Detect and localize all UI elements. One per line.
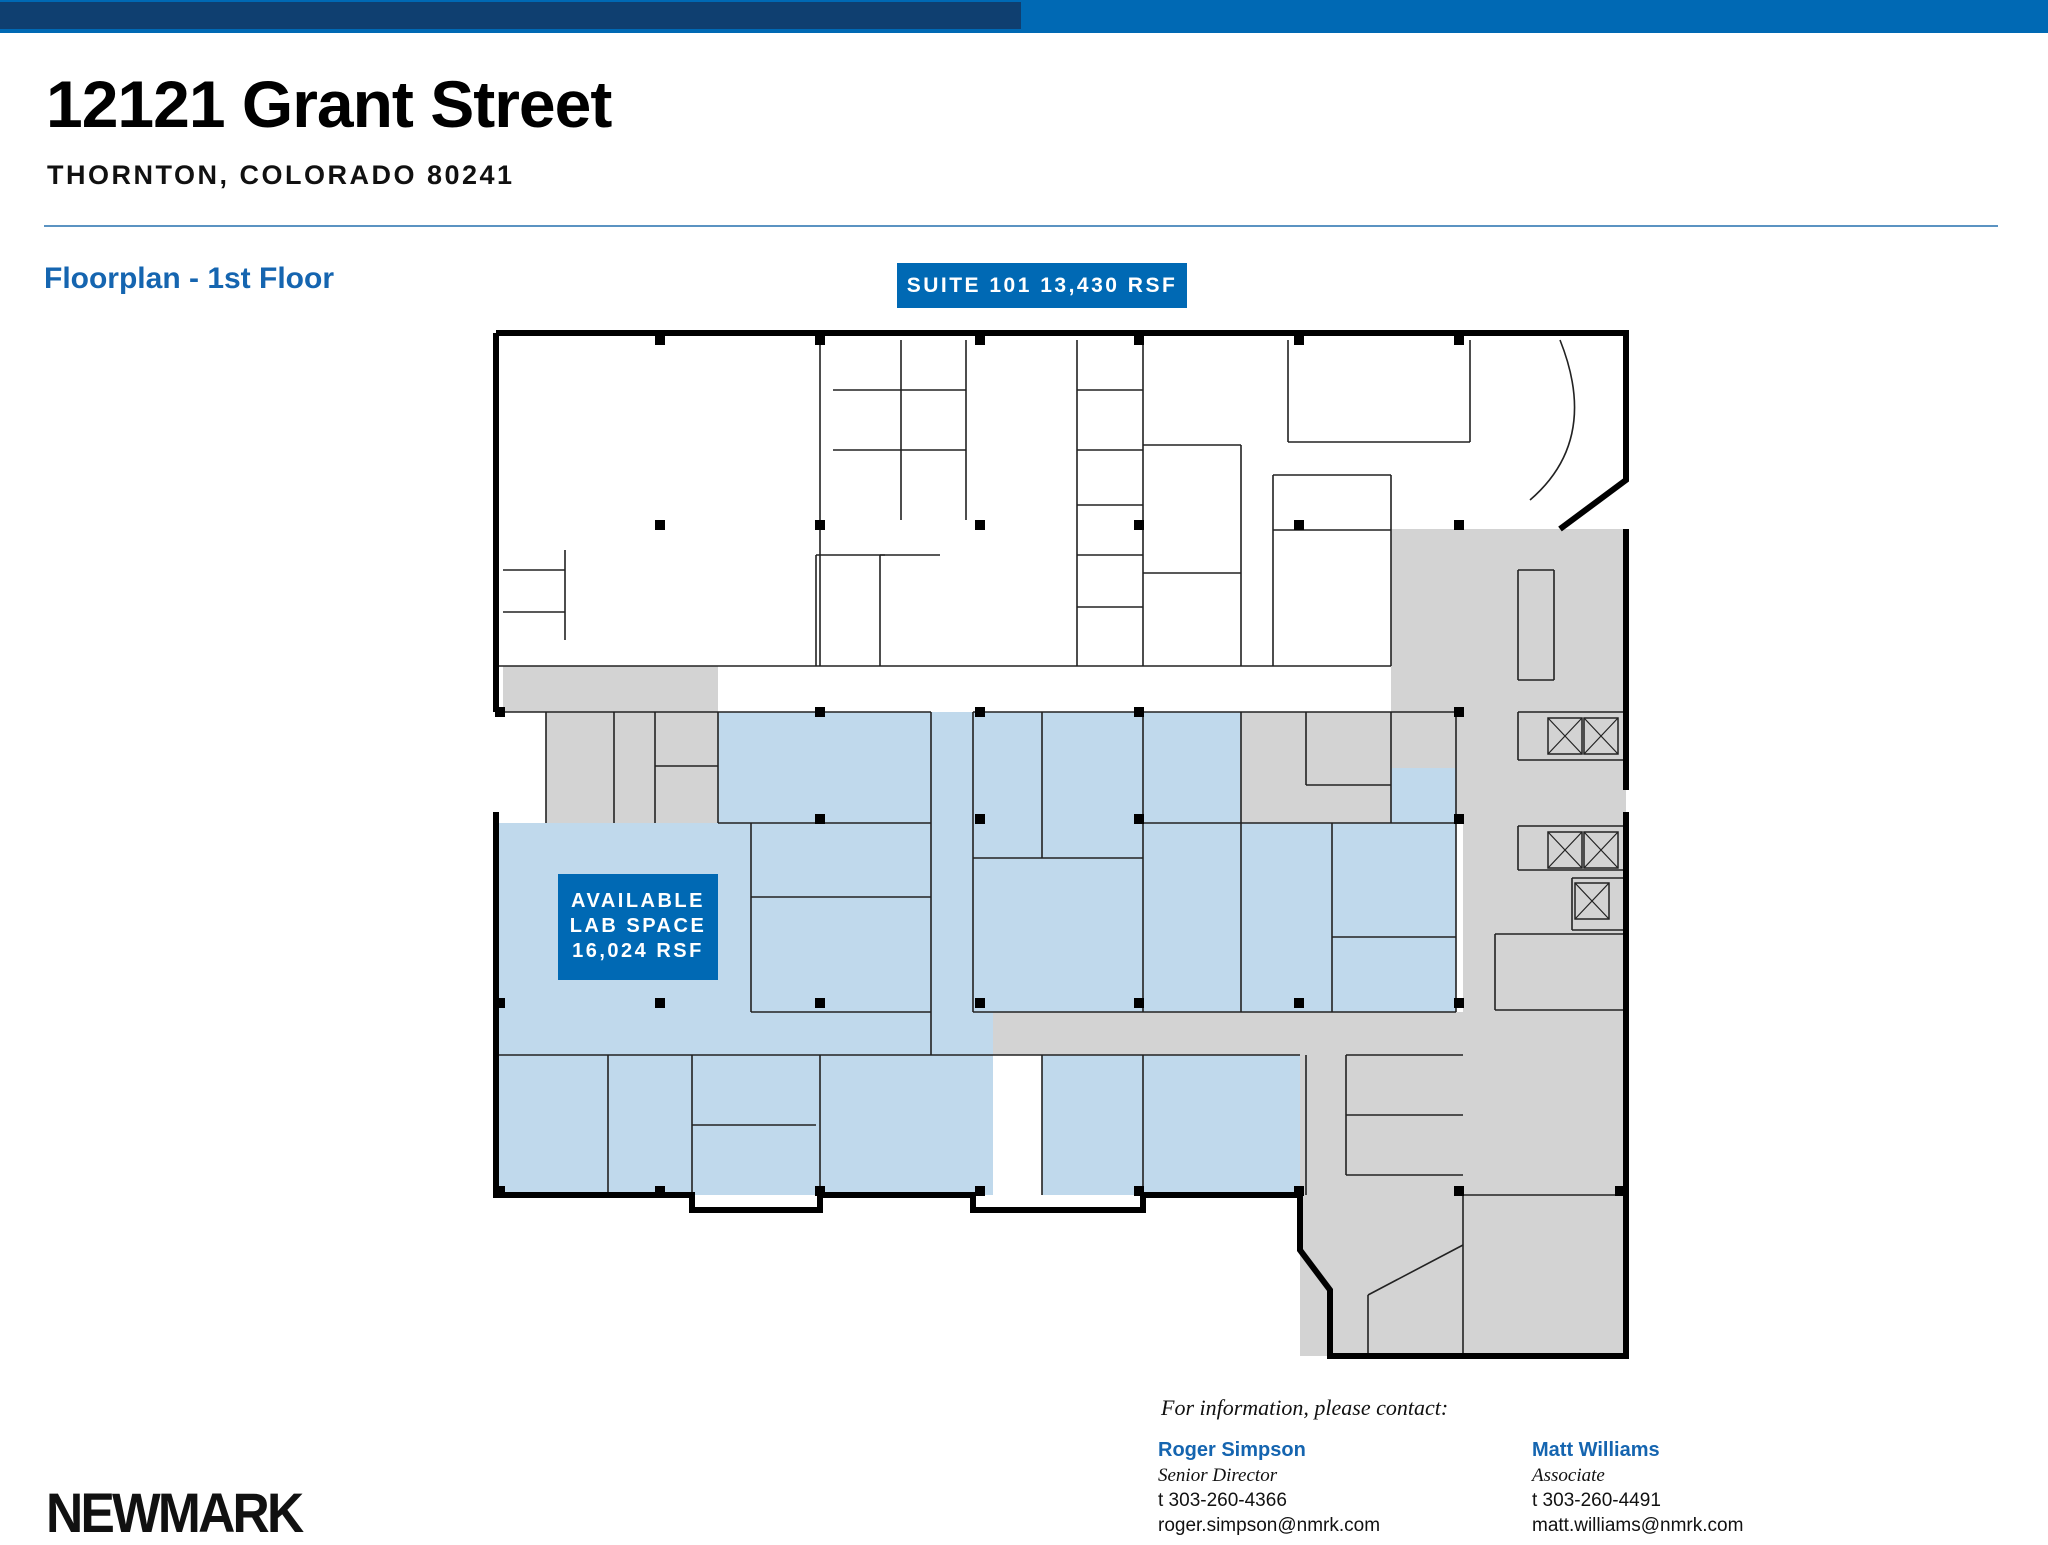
top-bar-dark bbox=[0, 0, 1021, 33]
elevator bbox=[1583, 831, 1619, 869]
available-space bbox=[973, 712, 1241, 1012]
elevator bbox=[1547, 831, 1583, 869]
column bbox=[1454, 520, 1464, 530]
common-area bbox=[993, 1012, 1463, 1055]
contact-name: Matt Williams bbox=[1532, 1439, 1660, 1461]
elevator bbox=[1547, 717, 1583, 755]
elevator-cross bbox=[1547, 717, 1583, 755]
common-area bbox=[546, 712, 718, 823]
available-space bbox=[1391, 768, 1456, 823]
column bbox=[655, 520, 665, 530]
column bbox=[1294, 998, 1304, 1008]
column bbox=[1454, 335, 1464, 345]
column bbox=[815, 707, 825, 717]
column bbox=[815, 335, 825, 345]
column bbox=[815, 814, 825, 824]
page-subtitle: THORNTON, COLORADO 80241 bbox=[47, 160, 515, 190]
column bbox=[815, 520, 825, 530]
interior-wall bbox=[1367, 1244, 1464, 1296]
elevator-cross bbox=[1547, 831, 1583, 869]
column bbox=[975, 998, 985, 1008]
column bbox=[495, 998, 505, 1008]
available-space bbox=[496, 1012, 993, 1195]
column bbox=[975, 814, 985, 824]
column bbox=[975, 520, 985, 530]
column bbox=[975, 335, 985, 345]
contact-email[interactable]: roger.simpson@nmrk.com bbox=[1158, 1515, 1381, 1536]
lab-label-line: AVAILABLE bbox=[571, 890, 705, 912]
elevator-cross bbox=[1583, 717, 1619, 755]
column bbox=[1294, 335, 1304, 345]
suite-badge: SUITE 101 13,430 RSF bbox=[897, 263, 1187, 308]
column bbox=[1454, 1186, 1464, 1196]
common-area bbox=[1463, 529, 1626, 1356]
lab-label-line: LAB SPACE bbox=[569, 915, 707, 937]
column bbox=[1134, 520, 1144, 530]
column bbox=[655, 1186, 665, 1196]
column bbox=[975, 1186, 985, 1196]
contact-phone[interactable]: t 303-260-4366 bbox=[1158, 1490, 1287, 1511]
contact-role: Senior Director bbox=[1158, 1465, 1278, 1486]
contact-card: Roger Simpson Senior Director t 303-260-… bbox=[1158, 1438, 1380, 1538]
floorplan-exterior bbox=[493, 330, 1629, 1359]
section-title: Floorplan - 1st Floor bbox=[44, 262, 334, 295]
column bbox=[1134, 335, 1144, 345]
column bbox=[655, 998, 665, 1008]
exterior-wall bbox=[493, 330, 1629, 1359]
column bbox=[815, 998, 825, 1008]
column bbox=[815, 1186, 825, 1196]
column bbox=[1454, 707, 1464, 717]
column bbox=[1615, 1186, 1625, 1196]
contact-intro: For information, please contact: bbox=[1161, 1395, 1449, 1420]
common-area bbox=[1300, 1055, 1463, 1356]
column bbox=[1294, 1186, 1304, 1196]
elevator-cross bbox=[1583, 831, 1619, 869]
column bbox=[1134, 814, 1144, 824]
available-space bbox=[1241, 823, 1456, 1012]
divider bbox=[44, 225, 1998, 227]
curved-wall bbox=[1529, 339, 1576, 501]
floorplan-fills bbox=[496, 529, 1626, 1356]
contact-phone[interactable]: t 303-260-4491 bbox=[1532, 1490, 1661, 1511]
newmark-logo: NEWMARK bbox=[46, 1481, 304, 1544]
contact-email[interactable]: matt.williams@nmrk.com bbox=[1532, 1515, 1744, 1536]
column bbox=[1134, 707, 1144, 717]
available-space bbox=[931, 712, 973, 1055]
page-title: 12121 Grant Street bbox=[46, 67, 612, 141]
floorplan-walls bbox=[496, 339, 1626, 1356]
column bbox=[655, 335, 665, 345]
column bbox=[1454, 998, 1464, 1008]
column bbox=[1454, 814, 1464, 824]
column bbox=[495, 707, 505, 717]
contact-role: Associate bbox=[1532, 1465, 1605, 1486]
column bbox=[495, 1186, 505, 1196]
elevator-cross bbox=[1574, 882, 1610, 920]
floorplan-columns bbox=[495, 335, 1625, 1196]
contact-card: Matt Williams Associate t 303-260-4491 m… bbox=[1532, 1438, 1743, 1538]
contact-name: Roger Simpson bbox=[1158, 1439, 1306, 1461]
common-area bbox=[503, 666, 718, 712]
elevator bbox=[1583, 717, 1619, 755]
available-space bbox=[1042, 1055, 1300, 1195]
top-bar-light bbox=[1021, 0, 2048, 33]
elevator bbox=[1574, 882, 1610, 920]
column bbox=[975, 707, 985, 717]
lab-label-line: 16,024 RSF bbox=[572, 940, 704, 962]
column bbox=[1294, 520, 1304, 530]
lab-space-badge: AVAILABLE LAB SPACE 16,024 RSF bbox=[558, 874, 718, 980]
column bbox=[1134, 998, 1144, 1008]
column bbox=[1134, 1186, 1144, 1196]
